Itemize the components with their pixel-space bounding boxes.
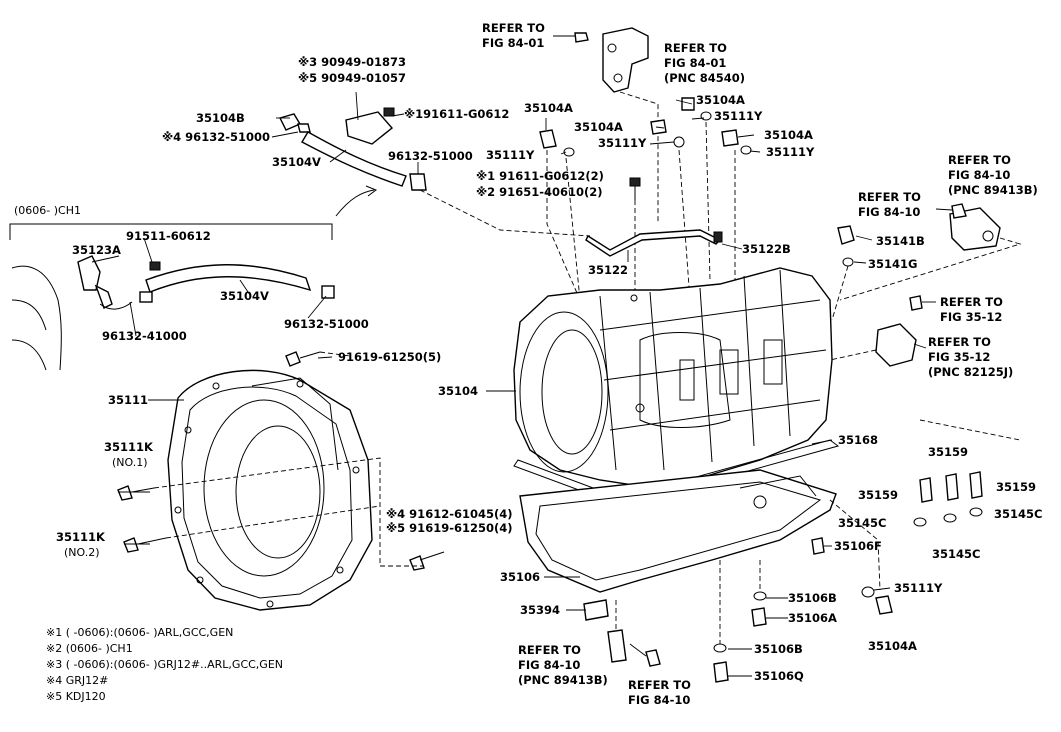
label-refer-8410-b-2: FIG 84-10: [858, 205, 920, 219]
legend-line-5: ※5 KDJ120: [46, 690, 106, 703]
label-refer-8401-b-3: (PNC 84540): [664, 71, 745, 85]
label-refer-8410-a-1: REFER TO: [948, 153, 1011, 167]
bolt-91611: [629, 177, 641, 200]
label-refer-8401-a-1: REFER TO: [482, 21, 545, 35]
oil-pan-35106: [519, 469, 837, 593]
label-35104A-l: 35104A: [524, 101, 573, 115]
label-35104A-m: 35104A: [574, 120, 623, 134]
label-35145C-a: 35145C: [838, 516, 886, 530]
label-refer-8410-d-1: REFER TO: [628, 678, 691, 692]
label-2-91651: ※2 91651-40610(2): [476, 185, 603, 199]
label-35104B: 35104B: [196, 111, 245, 125]
label-1-91611-top: ※191611-G0612: [404, 107, 509, 121]
label-refer-8410-c-3: (PNC 89413B): [518, 673, 608, 687]
label-35106F: 35106F: [834, 539, 882, 553]
label-35122B: 35122B: [742, 242, 791, 256]
label-refer-3512-a-1: REFER TO: [940, 295, 1003, 309]
label-refer-3512-a-2: FIG 35-12: [940, 310, 1002, 324]
label-35106: 35106: [500, 570, 540, 584]
label-96132-51000-top: 96132-51000: [388, 149, 473, 163]
label-35394: 35394: [520, 603, 560, 617]
pipe-35122: [585, 229, 722, 257]
drain-plugs-right: [913, 471, 983, 527]
label-35145C-b: 35145C: [994, 507, 1042, 521]
label-35123A: 35123A: [72, 243, 121, 257]
label-35111Y-mid: 35111Y: [766, 145, 815, 159]
bolts-bellhousing: [117, 351, 445, 571]
ch1-hose-assembly: [77, 255, 335, 310]
label-35111K-2b: (NO.2): [64, 546, 100, 559]
label-35104: 35104: [438, 384, 478, 398]
label-5-90949: ※5 90949-01057: [298, 71, 406, 85]
legend-line-4: ※4 GRJ12#: [46, 674, 108, 687]
label-35122: 35122: [588, 263, 628, 277]
label-35159-a: 35159: [928, 445, 968, 459]
leader-lines: [91, 91, 953, 677]
legend-line-1: ※1 ( -0606):(0606- )ARL,GCC,GEN: [46, 626, 233, 639]
label-refer-3512-b-2: FIG 35-12: [928, 350, 990, 364]
label-35104V-top: 35104V: [272, 155, 321, 169]
label-35104A-top: 35104A: [696, 93, 745, 107]
legend-line-2: ※2 (0606- )CH1: [46, 642, 133, 655]
label-refer-3512-b-3: (PNC 82125J): [928, 365, 1013, 379]
label-refer-8401-b-2: FIG 84-01: [664, 56, 726, 70]
label-35141B: 35141B: [876, 234, 925, 248]
label-35141G: 35141G: [868, 257, 917, 271]
label-ch1-bracket: (0606- )CH1: [14, 204, 81, 217]
sensor-right-upper: [949, 203, 1001, 251]
label-35111K-1b: (NO.1): [112, 456, 148, 469]
label-35159-c: 35159: [996, 480, 1036, 494]
label-refer-8410-a-2: FIG 84-10: [948, 168, 1010, 182]
part-labels: REFER TO FIG 84-01 REFER TO FIG 84-01 (P…: [14, 21, 1042, 707]
label-refer-8401-b-1: REFER TO: [664, 41, 727, 55]
label-refer-8410-c-1: REFER TO: [518, 643, 581, 657]
label-35111Y-low: 35111Y: [894, 581, 943, 595]
label-35145C-c: 35145C: [932, 547, 980, 561]
label-35106Q: 35106Q: [754, 669, 804, 683]
label-35106B-a: 35106B: [788, 591, 837, 605]
label-35159-b: 35159: [858, 488, 898, 502]
label-35106B-b: 35106B: [754, 642, 803, 656]
label-refer-8410-b-1: REFER TO: [858, 190, 921, 204]
label-refer-8410-d-2: FIG 84-10: [628, 693, 690, 707]
label-4-96132: ※4 96132-51000: [162, 130, 270, 144]
label-refer-3512-b-1: REFER TO: [928, 335, 991, 349]
footnote-legend: ※1 ( -0606):(0606- )ARL,GCC,GEN ※2 (0606…: [46, 626, 283, 703]
label-3-90949: ※3 90949-01873: [298, 55, 406, 69]
label-1-91611: ※1 91611-G0612(2): [476, 169, 604, 183]
label-35168: 35168: [838, 433, 878, 447]
label-5-91619: ※5 91619-61250(4): [386, 521, 513, 535]
label-91511: 91511-60612: [126, 229, 211, 243]
plug-35104A-group: [539, 97, 752, 157]
hose-35104V-upper: [278, 107, 427, 191]
label-35104A-mid: 35104A: [764, 128, 813, 142]
legend-line-3: ※3 ( -0606):(0606- )GRJ12#..ARL,GCC,GEN: [46, 658, 283, 671]
label-35111Y-m: 35111Y: [598, 136, 647, 150]
label-91619-5: 91619-61250(5): [338, 350, 441, 364]
bellhousing-35111: [167, 369, 373, 611]
label-refer-8401-a-2: FIG 84-01: [482, 36, 544, 50]
label-96132-41000: 96132-41000: [102, 329, 187, 343]
label-4-91612: ※4 91612-61045(4): [386, 507, 513, 521]
label-35111Y-l: 35111Y: [486, 148, 535, 162]
label-35111K-2: 35111K: [56, 530, 106, 544]
label-35111K-1: 35111K: [104, 440, 154, 454]
label-35111Y-top: 35111Y: [714, 109, 763, 123]
label-96132-51000-mid: 96132-51000: [284, 317, 369, 331]
label-refer-8410-a-3: (PNC 89413B): [948, 183, 1038, 197]
label-35104A-low: 35104A: [868, 639, 917, 653]
transmission-case-35104: [513, 267, 833, 487]
label-35106A: 35106A: [788, 611, 837, 625]
label-35111: 35111: [108, 393, 148, 407]
label-35104V-mid: 35104V: [220, 289, 269, 303]
speed-sensor-top: [553, 27, 649, 93]
label-refer-8410-c-2: FIG 84-10: [518, 658, 580, 672]
sensor-right-lower: [875, 295, 923, 367]
